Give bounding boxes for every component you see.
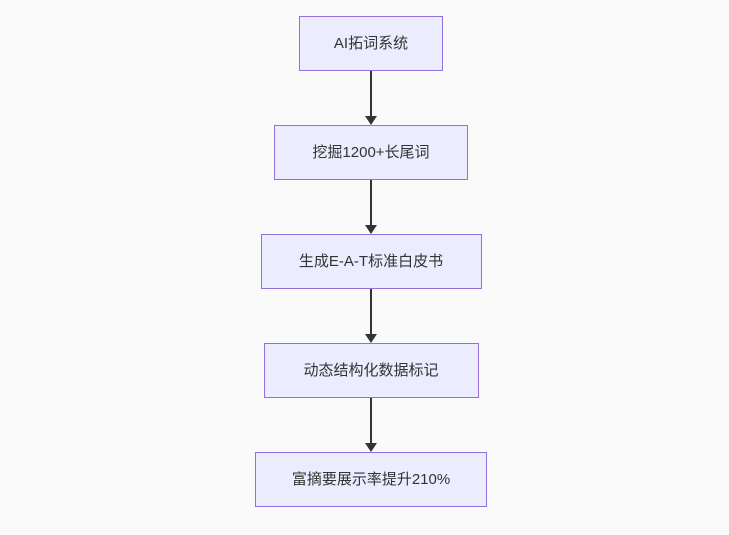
arrow-line — [370, 71, 372, 116]
edge-arrow-1 — [365, 71, 377, 125]
flow-node-structured-data: 动态结构化数据标记 — [263, 343, 479, 398]
edge-arrow-4 — [365, 398, 377, 452]
arrow-down-icon — [365, 334, 377, 343]
flow-node-longtail-mining: 挖掘1200+长尾词 — [274, 125, 468, 180]
arrow-down-icon — [365, 443, 377, 452]
edge-arrow-2 — [365, 180, 377, 234]
flow-node-label: 挖掘1200+长尾词 — [312, 144, 430, 161]
arrow-line — [370, 180, 372, 225]
flow-node-ai-word-expansion: AI拓词系统 — [299, 16, 443, 71]
flow-node-label: 富摘要展示率提升210% — [291, 471, 451, 488]
flow-node-label: 动态结构化数据标记 — [303, 362, 439, 379]
arrow-down-icon — [365, 116, 377, 125]
flowchart-column: AI拓词系统 挖掘1200+长尾词 生成E-A-T标准白皮书 动态结构化数据标记 — [255, 16, 487, 507]
flow-node-eat-whitepaper: 生成E-A-T标准白皮书 — [260, 234, 482, 289]
flow-node-label: AI拓词系统 — [333, 35, 409, 52]
arrow-line — [370, 398, 372, 443]
flow-node-rich-snippet-result: 富摘要展示率提升210% — [255, 452, 487, 507]
edge-arrow-3 — [365, 289, 377, 343]
arrow-down-icon — [365, 225, 377, 234]
flow-node-label: 生成E-A-T标准白皮书 — [298, 253, 444, 270]
arrow-line — [370, 289, 372, 334]
